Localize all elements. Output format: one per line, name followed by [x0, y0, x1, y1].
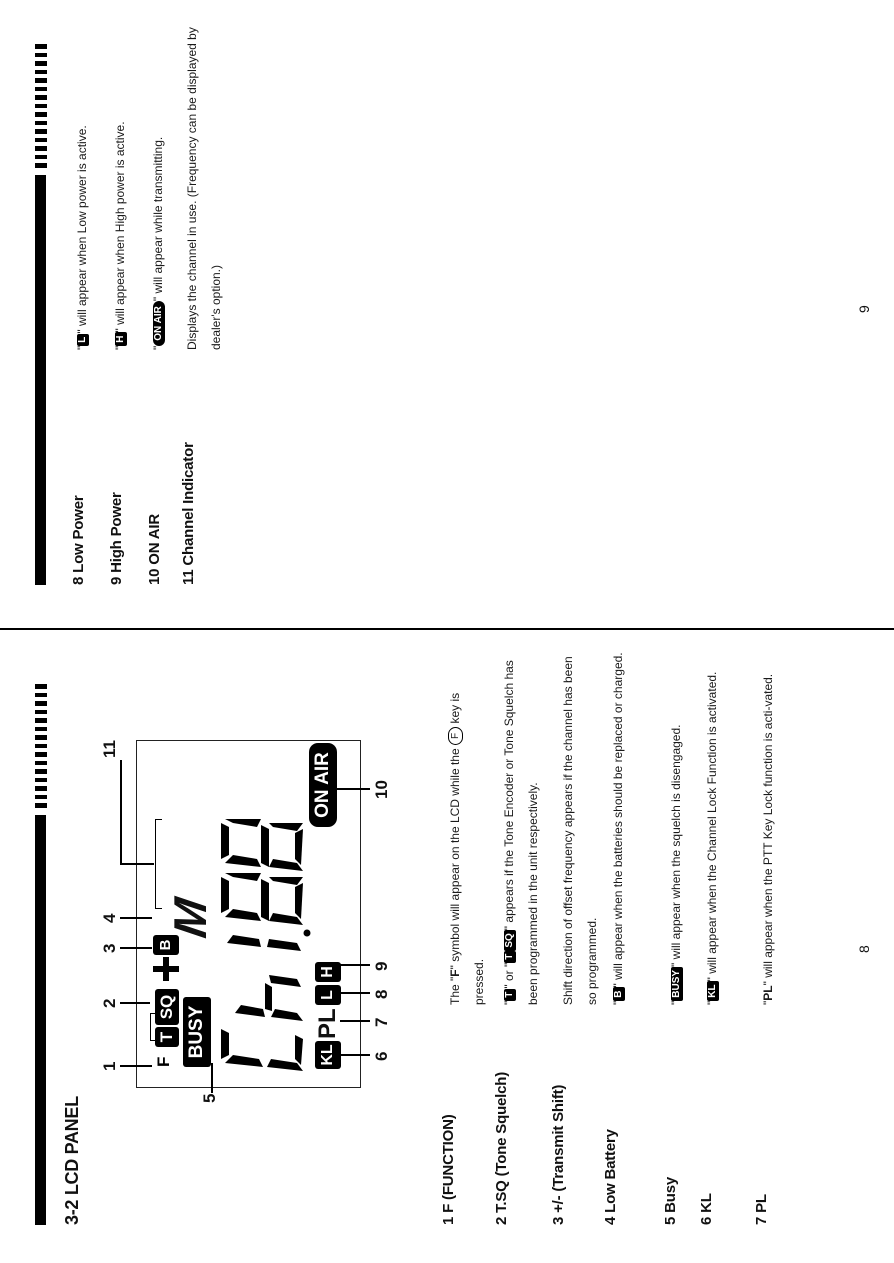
- text-fragment: " symbol will appear on the LCD while th…: [448, 748, 462, 970]
- heading-kl: 6 KL: [698, 1193, 715, 1225]
- heading-low-battery: 4 Low Battery: [602, 1129, 619, 1225]
- text-high-power: "H" will appear when High power is activ…: [108, 0, 132, 350]
- lcd-t-icon: T: [155, 1027, 179, 1047]
- callout-10-line: [336, 788, 370, 790]
- high-power-icon: H: [114, 332, 127, 346]
- lcd-h-icon: H: [315, 962, 341, 982]
- battery-icon: B: [612, 987, 625, 1001]
- callout-4-line: [120, 917, 152, 919]
- lcd-sq-icon: SQ: [155, 989, 179, 1025]
- text-low-battery: "B" will appear when the batteries shoul…: [606, 645, 630, 1005]
- callout-9: 9: [372, 961, 391, 971]
- f-symbol: F: [448, 969, 462, 977]
- lcd-panel-diagram: F T SQ B BUSY M: [136, 740, 361, 1088]
- sq-icon: SQ: [503, 930, 516, 951]
- callout-3-line: [120, 947, 152, 949]
- quote: ": [75, 345, 89, 350]
- heading-high-power: 9 High Power: [108, 492, 125, 585]
- lcd-shift-icon: [153, 957, 179, 981]
- kl-icon: KL: [706, 981, 719, 1001]
- callout-7-line: [340, 1020, 370, 1022]
- heading-pl: 7 PL: [753, 1194, 770, 1225]
- text-fragment: " will appear when Low power is active.: [75, 125, 89, 334]
- page-number-9: 9: [856, 305, 872, 313]
- quote: ": [113, 345, 127, 350]
- lcd-busy-icon: BUSY: [183, 997, 211, 1067]
- text-transmit-shift: Shift direction of offset frequency appe…: [561, 656, 599, 1005]
- lcd-battery-icon: B: [153, 935, 179, 955]
- text-fragment: " will appear when High power is active.: [113, 121, 127, 333]
- callout-9-line: [340, 964, 370, 966]
- section-bar: [35, 175, 46, 585]
- callout-8: 8: [372, 989, 391, 999]
- quote: ": [151, 345, 165, 350]
- t-icon: T: [503, 950, 516, 963]
- callout-6-line: [340, 1054, 370, 1056]
- callout-2: 2: [100, 998, 119, 1008]
- page-number-8: 8: [856, 945, 872, 953]
- text-on-air: "ON AIR" will appear while transmitting.: [146, 0, 170, 350]
- callout-1-line: [120, 1065, 152, 1067]
- quote: " or ": [502, 962, 516, 989]
- section-ticks: [35, 44, 47, 168]
- text-tone-squelch: "T" or "TSQ" appears if the Tone Encoder…: [497, 645, 545, 1005]
- quote: ": [502, 1000, 516, 1005]
- pl-symbol: PL: [761, 985, 775, 1001]
- section-title: 3-2 LCD PANEL: [62, 1096, 82, 1225]
- text-channel-indicator: Displays the channel in use. (Frequency …: [185, 27, 223, 350]
- text-low-power: "L" will appear when Low power is active…: [70, 0, 94, 350]
- callout-8-line: [340, 992, 370, 994]
- text-pl: "PL" will appear when the PTT Key Lock f…: [756, 645, 780, 1005]
- heading-function: 1 F (FUNCTION): [440, 1114, 457, 1225]
- quote: ": [761, 1000, 775, 1005]
- section-bar: [35, 815, 46, 1225]
- lcd-channel-digits: [221, 819, 311, 1071]
- lcd-pl-symbol: PL: [314, 1008, 341, 1039]
- quote: ": [669, 1000, 683, 1005]
- t-icon: T: [503, 988, 516, 1001]
- text-function: The "F" symbol will appear on the LCD wh…: [443, 645, 491, 1005]
- lcd-kl-icon: KL: [315, 1041, 341, 1069]
- callout-10: 10: [372, 780, 391, 799]
- text-busy: "BUSY" will appear when the squelch is d…: [664, 645, 688, 1005]
- page-divider: [0, 628, 894, 630]
- heading-channel-indicator: 11 Channel Indicator: [180, 442, 197, 585]
- lcd-l-icon: L: [315, 985, 341, 1005]
- callout-5-line: [211, 1063, 213, 1093]
- busy-icon: BUSY: [670, 966, 683, 1001]
- lcd-m-symbol: M: [164, 895, 216, 941]
- text-fragment: " will appear when the batteries should …: [611, 652, 625, 988]
- lcd-on-air-icon: ON AIR: [309, 743, 337, 827]
- text-fragment: " will appear when the Channel Lock Func…: [705, 671, 719, 982]
- lcd-channel-bracket: [155, 819, 162, 909]
- low-power-icon: L: [76, 333, 89, 346]
- text-fragment: " will appear while transmitting.: [151, 136, 165, 302]
- callout-7: 7: [372, 1017, 391, 1027]
- callout-3: 3: [100, 943, 119, 953]
- heading-busy: 5 Busy: [662, 1177, 679, 1225]
- text-kl: "KL" will appear when the Channel Lock F…: [700, 645, 724, 1005]
- callout-11-line: [120, 863, 154, 865]
- section-ticks: [35, 684, 47, 808]
- callout-6: 6: [372, 1051, 391, 1061]
- heading-on-air: 10 ON AIR: [146, 514, 163, 585]
- callout-11-line-h: [120, 760, 122, 865]
- callout-5: 5: [200, 1093, 219, 1103]
- callout-4: 4: [100, 913, 119, 923]
- callout-2-line: [120, 1002, 150, 1004]
- heading-low-power: 8 Low Power: [70, 495, 87, 586]
- callout-1: 1: [100, 1061, 119, 1071]
- quote: ": [611, 1000, 625, 1005]
- heading-tone-squelch: 2 T.SQ (Tone Squelch): [493, 1071, 510, 1225]
- callout-2-bracket: [150, 1013, 157, 1041]
- text-fragment: " will appear when the squelch is diseng…: [669, 724, 683, 967]
- text-fragment: The ": [448, 976, 462, 1005]
- callout-11: 11: [100, 740, 119, 758]
- text-fragment: " will appear when the PTT Key Lock func…: [761, 673, 775, 986]
- f-key-icon: F: [448, 726, 464, 745]
- quote: ": [705, 1000, 719, 1005]
- on-air-icon: ON AIR: [152, 301, 165, 346]
- lcd-f-symbol: F: [154, 1056, 173, 1067]
- heading-transmit-shift: 3 +/- (Transmit Shift): [550, 1084, 567, 1225]
